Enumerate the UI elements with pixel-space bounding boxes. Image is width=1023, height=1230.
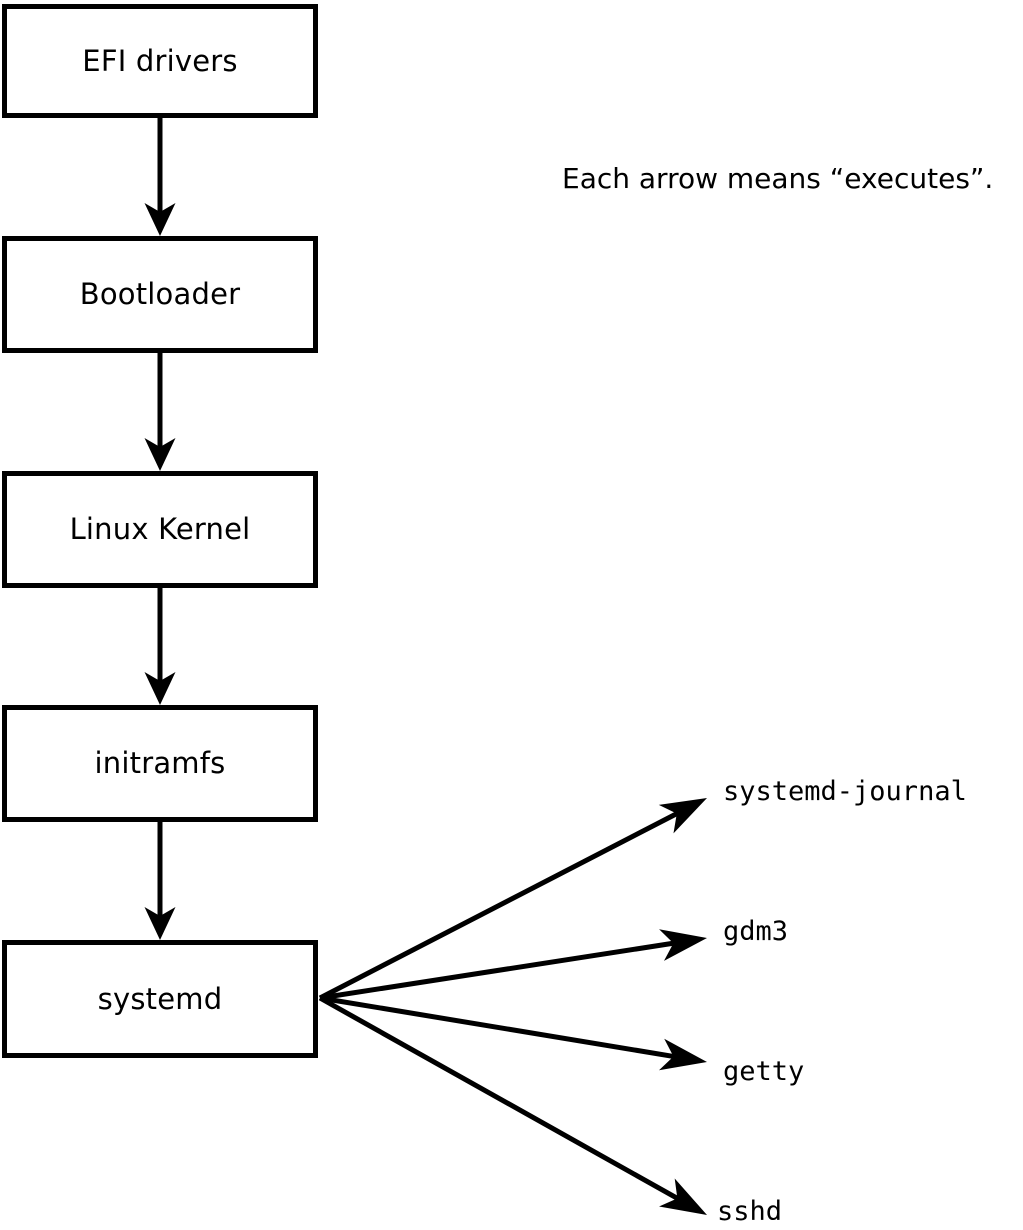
fan-arrow-stem-0	[318, 810, 681, 1001]
fan-arrow-head-0	[658, 798, 707, 834]
fan-arrow-stem-1	[319, 940, 677, 1001]
chain-arrow-initramfs-to-systemd	[144, 822, 176, 940]
fan-arrow-stem-3	[318, 995, 682, 1203]
node-label-systemd: systemd	[97, 981, 223, 1016]
chain-arrow-linux-kernel-to-initramfs	[144, 588, 176, 705]
node-label-bootloader: Bootloader	[79, 277, 241, 311]
fan-arrow-to-sshd	[318, 995, 707, 1215]
node-label-efi-drivers: EFI drivers	[82, 43, 238, 78]
fan-arrow-head-3	[659, 1178, 707, 1215]
chain-arrow-bootloader-to-linux-kernel	[144, 353, 176, 471]
node-linux-kernel[interactable]: Linux Kernel	[2, 471, 318, 588]
chain-arrow-head-1	[144, 438, 176, 471]
service-label-getty[interactable]: getty	[723, 1056, 805, 1087]
fan-arrow-to-systemd-journal	[318, 798, 707, 1001]
service-label-systemd-journal[interactable]: systemd-journal	[723, 776, 967, 807]
fan-arrow-stem-2	[319, 995, 677, 1060]
annotation-text: Each arrow means “executes”.	[562, 162, 994, 195]
service-label-sshd[interactable]: sshd	[717, 1196, 783, 1227]
chain-arrow-head-3	[144, 907, 176, 940]
node-bootloader[interactable]: Bootloader	[2, 236, 318, 353]
chain-arrow-efi-drivers-to-bootloader	[144, 118, 176, 236]
fan-arrow-head-2	[659, 1038, 707, 1071]
node-label-initramfs: initramfs	[94, 746, 226, 780]
node-efi-drivers[interactable]: EFI drivers	[2, 4, 318, 118]
node-systemd[interactable]: systemd	[2, 940, 318, 1058]
chain-arrow-head-0	[144, 203, 176, 236]
node-label-linux-kernel: Linux Kernel	[69, 512, 251, 546]
node-initramfs[interactable]: initramfs	[2, 705, 318, 822]
chain-arrow-head-2	[144, 672, 176, 705]
fan-arrow-to-gdm3	[319, 929, 707, 1001]
service-label-gdm3[interactable]: gdm3	[723, 916, 789, 947]
fan-arrow-head-1	[659, 929, 707, 961]
fan-arrow-to-getty	[319, 995, 707, 1071]
